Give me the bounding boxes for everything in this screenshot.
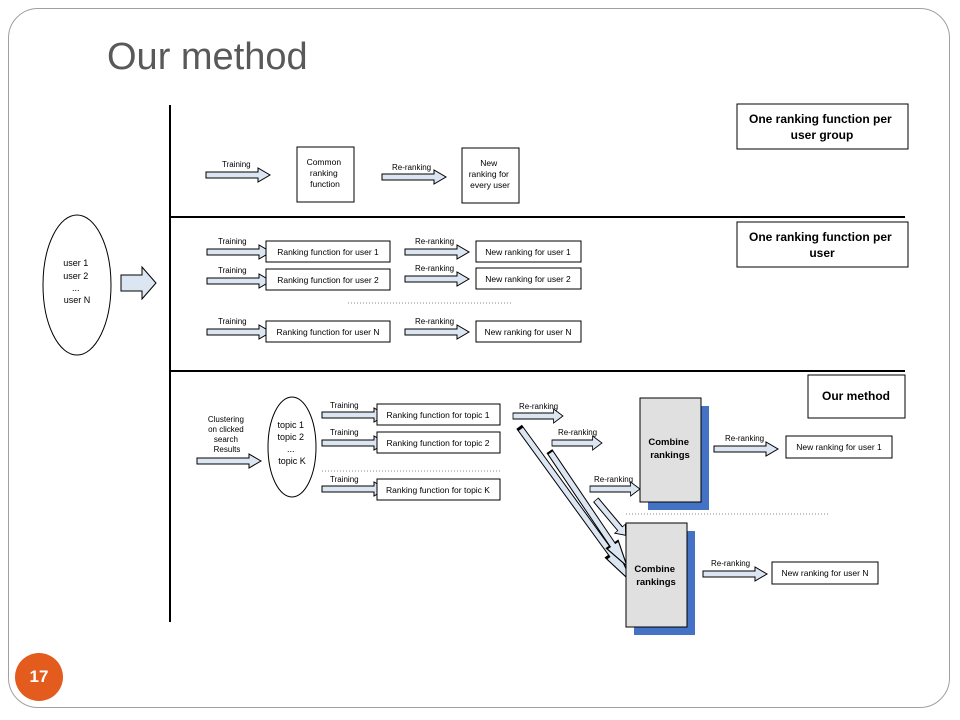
common-function-text: Common ranking function (307, 157, 344, 189)
training-label: Training (330, 428, 359, 437)
reranking-arrow (512, 408, 564, 424)
result-box (785, 435, 893, 459)
heading-text: One ranking function per user (749, 230, 895, 260)
section-per-user: One ranking function per user Training R… (206, 221, 909, 343)
reranking-label: Re-ranking (519, 402, 558, 411)
slide-title: Our method (107, 36, 308, 78)
function-text: Ranking function for user N (277, 327, 380, 337)
function-box (265, 320, 391, 343)
reranking-arrow (404, 324, 470, 340)
function-text: Ranking function for user 2 (277, 275, 379, 285)
result-text: New ranking for user 1 (485, 247, 571, 257)
reranking-label: Re-ranking (558, 428, 597, 437)
reranking-arrow (404, 244, 470, 260)
result-box (475, 267, 582, 290)
topic-function-text: Ranking function for topic K (386, 485, 490, 495)
reranking-arrow (702, 566, 768, 582)
training-label: Training (222, 160, 251, 169)
reranking-arrow (381, 169, 447, 185)
reranking-label: Re-ranking (415, 237, 454, 246)
reranking-label: Re-ranking (415, 264, 454, 273)
topics-ellipse-text: topic 1 topic 2 ... topic K (277, 420, 306, 466)
new-ranking-box (461, 147, 520, 204)
training-arrow (206, 244, 272, 260)
slide-frame (8, 8, 950, 708)
training-arrow (206, 273, 272, 289)
training-label: Training (330, 401, 359, 410)
new-ranking-text: New ranking for every user (469, 158, 512, 190)
heading-box (736, 103, 909, 150)
result-text: New ranking for user N (782, 568, 869, 578)
training-arrow (321, 407, 387, 423)
heading-box (736, 221, 909, 268)
result-box (475, 240, 582, 263)
section-our-method: Our method Clustering on clicked search … (196, 374, 906, 635)
combine-box (639, 397, 702, 503)
training-arrow (205, 167, 271, 183)
training-arrow (206, 324, 272, 340)
training-label: Training (218, 237, 247, 246)
training-arrow (321, 481, 387, 497)
training-label: Training (218, 317, 247, 326)
common-function-box (296, 146, 355, 203)
heading-text: One ranking function per user group (749, 112, 895, 142)
topic-function-box (376, 478, 501, 501)
users-ellipse (42, 214, 112, 356)
result-box (475, 320, 582, 343)
heading-box (807, 374, 906, 419)
diagonal-arrow (543, 447, 634, 571)
reranking-label: Re-ranking (594, 475, 633, 484)
topic-function-text: Ranking function for topic 1 (386, 410, 489, 420)
topic-function-text: Ranking function for topic 2 (386, 438, 489, 448)
reranking-arrow (589, 481, 641, 497)
function-box (265, 268, 391, 291)
combine-box (625, 522, 688, 628)
reranking-label: Re-ranking (415, 317, 454, 326)
reranking-label: Re-ranking (725, 434, 764, 443)
training-label: Training (218, 266, 247, 275)
reranking-label: Re-ranking (392, 163, 431, 172)
reranking-arrow (713, 441, 779, 457)
result-text: New ranking for user 1 (796, 442, 882, 452)
training-arrow (321, 435, 387, 451)
topic-function-box (376, 431, 501, 454)
users-ellipse-text: user 1 user 2 ... user N (63, 258, 91, 305)
heading-text: Our method (822, 389, 890, 403)
reranking-arrow (404, 271, 470, 287)
combine-text: Combine rankings (634, 564, 677, 588)
page-number-badge: 17 (15, 653, 63, 701)
result-box (771, 561, 879, 585)
diagonal-arrow (513, 422, 640, 589)
users-arrow (120, 265, 157, 301)
function-box (265, 240, 391, 263)
reranking-arrow (551, 435, 603, 451)
result-text: New ranking for user N (485, 327, 572, 337)
topics-ellipse (267, 396, 317, 498)
training-label: Training (330, 475, 359, 484)
combine-text: Combine rankings (648, 437, 691, 461)
clustering-text: Clustering on clicked search Results (208, 415, 246, 454)
section-user-group: One ranking function per user group Trai… (205, 103, 909, 204)
reranking-label: Re-ranking (711, 559, 750, 568)
function-text: Ranking function for user 1 (277, 247, 379, 257)
topic-function-box (376, 403, 501, 426)
clustering-arrow (196, 453, 262, 469)
result-text: New ranking for user 2 (485, 274, 571, 284)
